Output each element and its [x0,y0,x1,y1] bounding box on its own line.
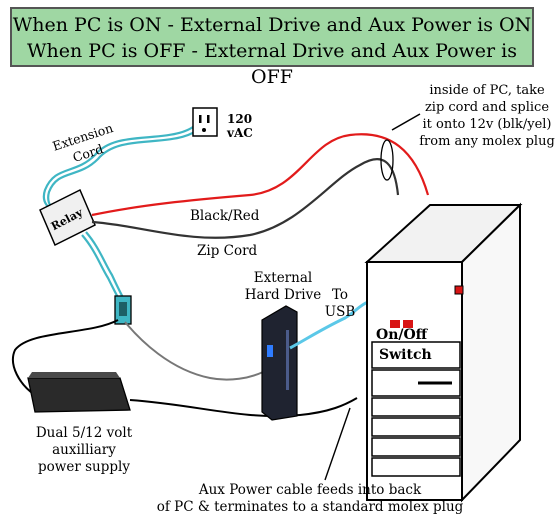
external-hard-drive [261,305,298,421]
info-banner: When PC is ON - External Drive and Aux P… [10,7,534,88]
aux-power-cable [129,397,358,418]
pc-tower [364,202,523,503]
relay-box [39,188,96,247]
drive-power-cable [124,321,264,381]
psu-cable-top [12,319,119,396]
splice-note-line2: zip cord and splice [424,100,550,115]
banner-line-1: When PC is ON - External Drive and Aux P… [12,14,532,36]
to-usb-label-line2: USB [324,304,356,320]
to-usb-label-line1: To [331,287,349,303]
zip-cord [91,133,430,239]
on-off-label: On/Off [376,327,428,343]
external-drive-label: External Hard Drive [242,270,324,304]
power-switch-right [403,320,413,328]
splice-note-line1: inside of PC, take [429,83,545,98]
zip-cord-label: Zip Cord [197,243,258,259]
aux-power-note: Aux Power cable feeds into back of PC & … [140,482,480,516]
psu-label: Dual 5/12 volt auxilliary power supply [14,425,154,476]
switch-label: Switch [379,347,432,363]
outlet-unit: vAC [227,126,253,140]
wall-outlet [192,107,218,137]
splice-note-line3: it onto 12v (blk/yel) [422,117,552,132]
outlet-voltage-label: 120 vAC [227,112,253,140]
external-drive-label-line1: External [253,270,313,286]
aux-power-note-line2: of PC & terminates to a standard molex p… [156,499,464,515]
aux-power-supply [27,372,131,413]
banner-line-2: When PC is OFF - External Drive and Aux … [27,40,517,88]
note-arrow [391,113,421,131]
outlet-volts: 120 [227,112,253,126]
splice-marker [380,139,394,181]
psu-label-line3: power supply [38,459,130,475]
aux-arrow [324,407,351,481]
aux-plug-adapter [114,295,132,325]
usb-cable [289,300,369,350]
black-red-label: Black/Red [190,208,260,224]
aux-power-note-line1: Aux Power cable feeds into back [198,482,422,498]
power-switch-left [390,320,400,328]
splice-note: inside of PC, take zip cord and splice i… [416,82,558,150]
power-led [454,285,464,295]
psu-label-line1: Dual 5/12 volt [35,425,133,441]
external-drive-label-line2: Hard Drive [244,287,322,303]
to-usb-label: To USB [318,287,362,321]
psu-label-line2: auxilliary [52,442,116,458]
splice-note-line4: from any molex plug [419,134,555,149]
